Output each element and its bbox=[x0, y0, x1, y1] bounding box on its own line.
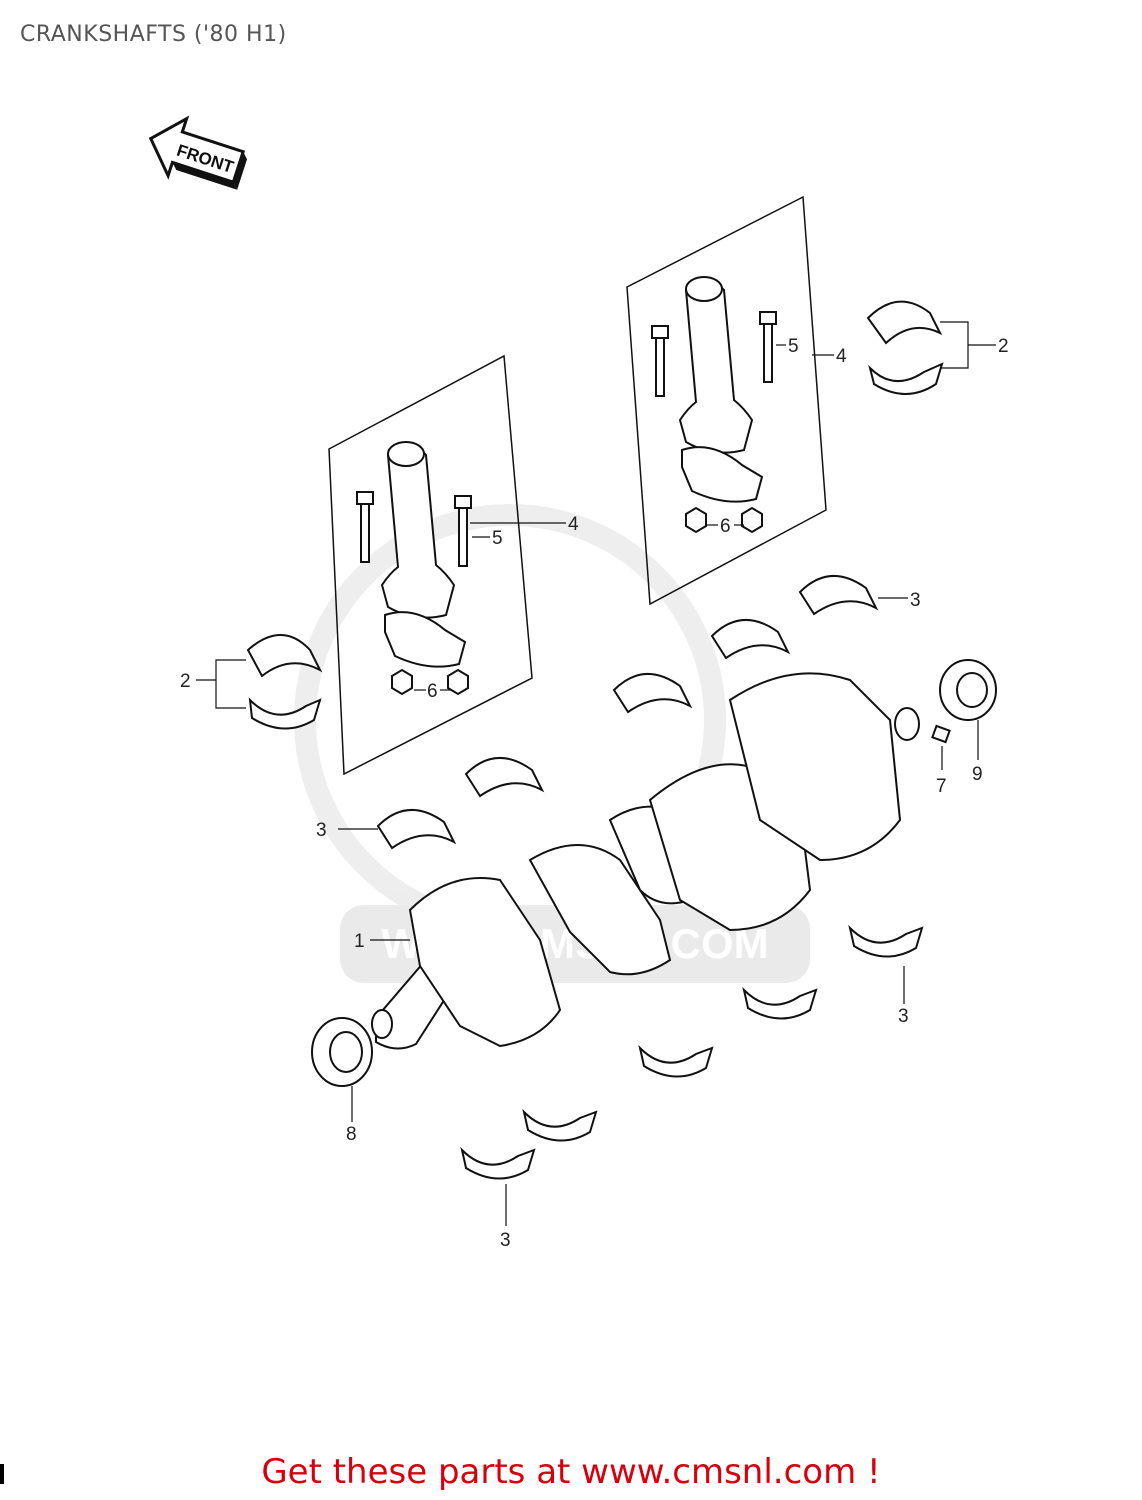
callout-8: 8 bbox=[346, 1124, 357, 1145]
callout-6-left: 6 bbox=[427, 681, 438, 702]
knock-pin: 7 bbox=[931, 724, 951, 797]
callout-3-top: 3 bbox=[910, 590, 921, 611]
callout-4-right: 4 bbox=[836, 346, 847, 367]
corner-mark bbox=[0, 1464, 4, 1484]
main-bearing-shells-upper: 3 3 bbox=[316, 574, 921, 850]
callout-7: 7 bbox=[936, 776, 947, 797]
callout-1: 1 bbox=[354, 931, 365, 952]
bolt-icon bbox=[651, 311, 777, 397]
callout-5-left: 5 bbox=[492, 528, 503, 549]
conrod-kit-left: 4 5 6 bbox=[328, 354, 579, 776]
bearing-pair-left: 2 bbox=[180, 634, 323, 730]
exploded-parts-diagram: WWW.CMSNL.COM FRONT 4 5 6 bbox=[148, 115, 1009, 1251]
nut-icon bbox=[391, 668, 469, 696]
main-bearing-shells-lower: 3 3 bbox=[460, 924, 924, 1251]
callout-6-right: 6 bbox=[720, 516, 731, 537]
bolt-icon bbox=[356, 491, 472, 567]
page-title: CRANKSHAFTS ('80 H1) bbox=[20, 22, 287, 47]
conrod-kit-right: 5 4 6 bbox=[626, 195, 847, 606]
callout-3-bottom: 3 bbox=[500, 1230, 511, 1251]
get-parts-link[interactable]: Get these parts at www.cmsnl.com ! bbox=[261, 1452, 881, 1492]
callout-2-right: 2 bbox=[998, 336, 1009, 357]
nut-icon bbox=[685, 506, 763, 534]
crankshaft: 1 bbox=[354, 672, 920, 1050]
callout-2-left: 2 bbox=[180, 671, 191, 692]
callout-9: 9 bbox=[972, 764, 983, 785]
callout-5-right: 5 bbox=[788, 336, 799, 357]
front-arrow-icon: FRONT bbox=[148, 115, 248, 190]
callout-3-right: 3 bbox=[898, 1006, 909, 1027]
bearing-pair-right: 2 bbox=[866, 300, 1009, 395]
callout-3-left: 3 bbox=[316, 820, 327, 841]
callout-4-left: 4 bbox=[568, 514, 579, 535]
oil-seal-left: 8 bbox=[311, 1017, 373, 1145]
oil-seal-right: 9 bbox=[939, 659, 997, 785]
